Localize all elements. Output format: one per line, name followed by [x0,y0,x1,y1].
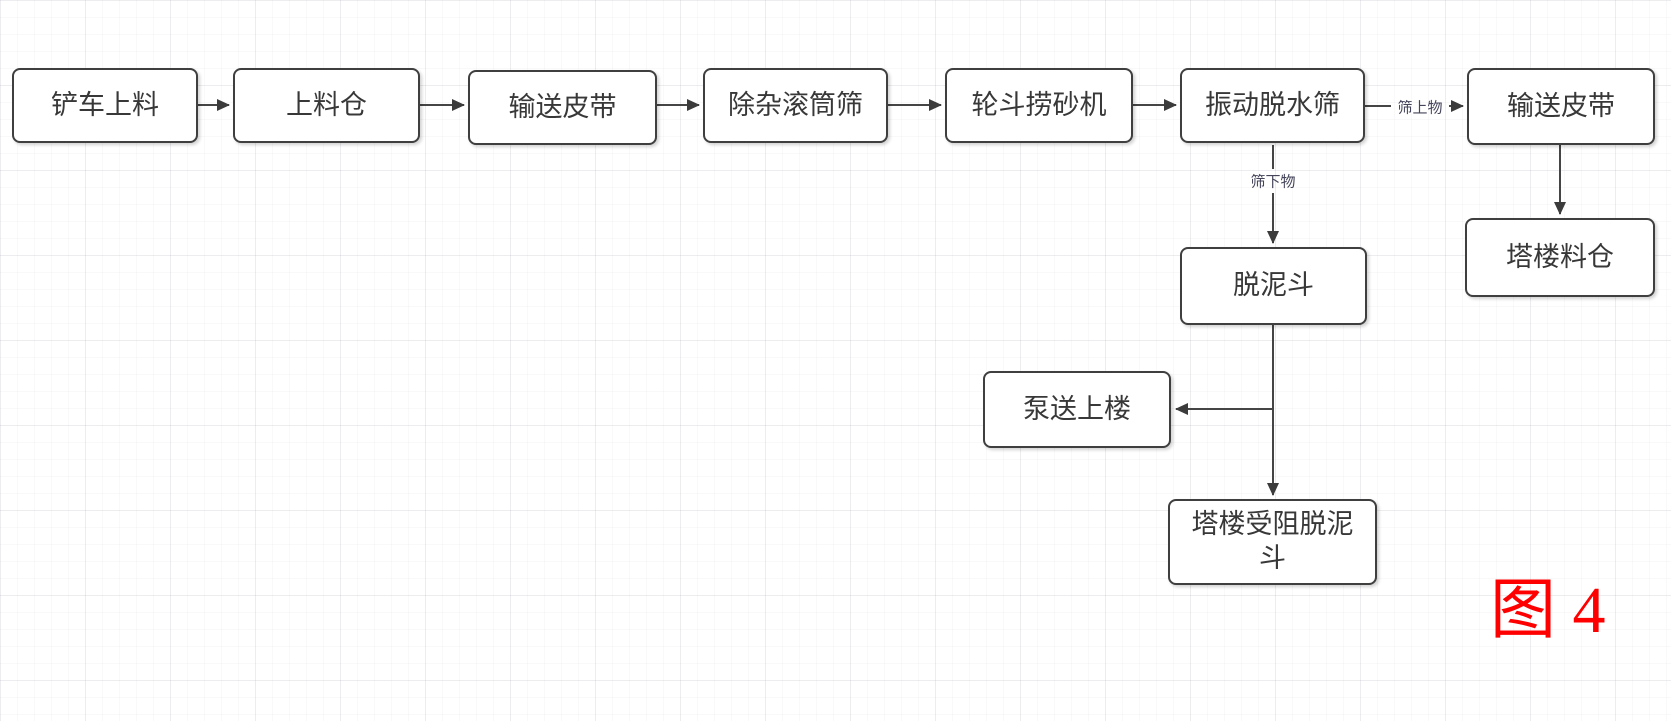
node-conveyor-1-label: 输送皮带 [508,91,617,123]
node-tower-blocked-hopper-label: 塔楼受阻脱泥斗 [1191,509,1354,574]
node-tower-blocked-hopper: 塔楼受阻脱泥斗 [1168,499,1377,585]
node-conveyor-2: 输送皮带 [1467,68,1655,145]
node-dewatering-screen: 振动脱水筛 [1180,68,1365,143]
node-bucket-dredger: 轮斗捞砂机 [945,68,1133,143]
node-dewatering-screen-label: 振动脱水筛 [1205,89,1340,121]
node-tower-bin-label: 塔楼料仓 [1506,241,1614,273]
node-loader-feed: 铲车上料 [12,68,198,143]
node-pump-upstairs-label: 泵送上楼 [1023,393,1131,425]
node-bucket-dredger-label: 轮斗捞砂机 [971,89,1107,121]
node-conveyor-2-label: 输送皮带 [1507,90,1615,122]
node-trommel-screen-label: 除杂滚筒筛 [728,89,863,121]
node-mud-hopper: 脱泥斗 [1180,247,1367,325]
node-mud-hopper-label: 脱泥斗 [1233,270,1314,302]
edge-label-undersize: 筛下物 [1250,172,1296,191]
node-feed-bin-label: 上料仓 [286,89,367,121]
node-tower-bin: 塔楼料仓 [1465,218,1655,297]
node-loader-feed-label: 铲车上料 [51,89,159,121]
figure-caption: 图 4 [1490,574,1606,647]
node-trommel-screen: 除杂滚筒筛 [703,68,888,143]
node-feed-bin: 上料仓 [233,68,420,143]
node-conveyor-1: 输送皮带 [468,70,657,145]
node-pump-upstairs: 泵送上楼 [983,371,1171,448]
edge-label-oversize: 筛上物 [1397,98,1443,117]
